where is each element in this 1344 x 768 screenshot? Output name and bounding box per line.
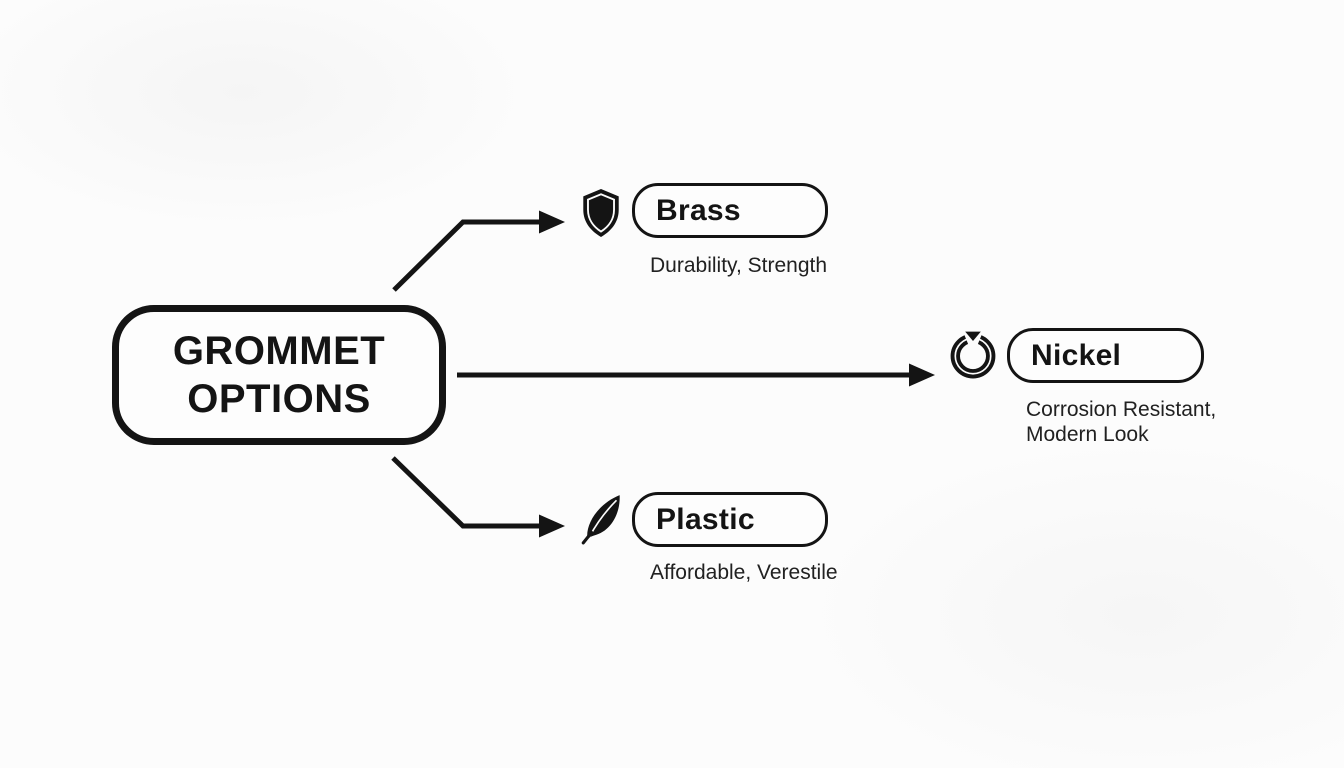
option-node-brass[interactable]: Brass: [632, 183, 828, 238]
option-node-plastic[interactable]: Plastic: [632, 492, 828, 547]
shield-icon: [579, 188, 623, 243]
ring-icon: [948, 327, 998, 385]
main-title-line1: GROMMET: [172, 329, 386, 373]
caption-line: Corrosion Resistant,: [1026, 398, 1217, 421]
option-label: Nickel: [1031, 338, 1122, 372]
caption-line: Modern Look: [1026, 423, 1149, 446]
option-caption-nickel: Corrosion Resistant, Modern Look: [1026, 397, 1216, 447]
option-caption-plastic: Affordable, Verestile: [650, 560, 838, 585]
option-caption-brass: Durability, Strength: [650, 253, 827, 278]
arrow-to-plastic: [391, 456, 565, 538]
main-title-line2: OPTIONS: [187, 377, 371, 421]
caption-line: Durability, Strength: [650, 254, 828, 277]
option-label: Brass: [656, 193, 741, 227]
option-node-nickel[interactable]: Nickel: [1007, 328, 1204, 383]
arrow-to-brass: [392, 210, 565, 292]
option-label: Plastic: [656, 502, 755, 536]
main-node-grommet-options[interactable]: GROMMET OPTIONS: [112, 305, 446, 445]
caption-line: Affordable, Verestile: [650, 561, 838, 584]
feather-icon: [579, 492, 627, 551]
